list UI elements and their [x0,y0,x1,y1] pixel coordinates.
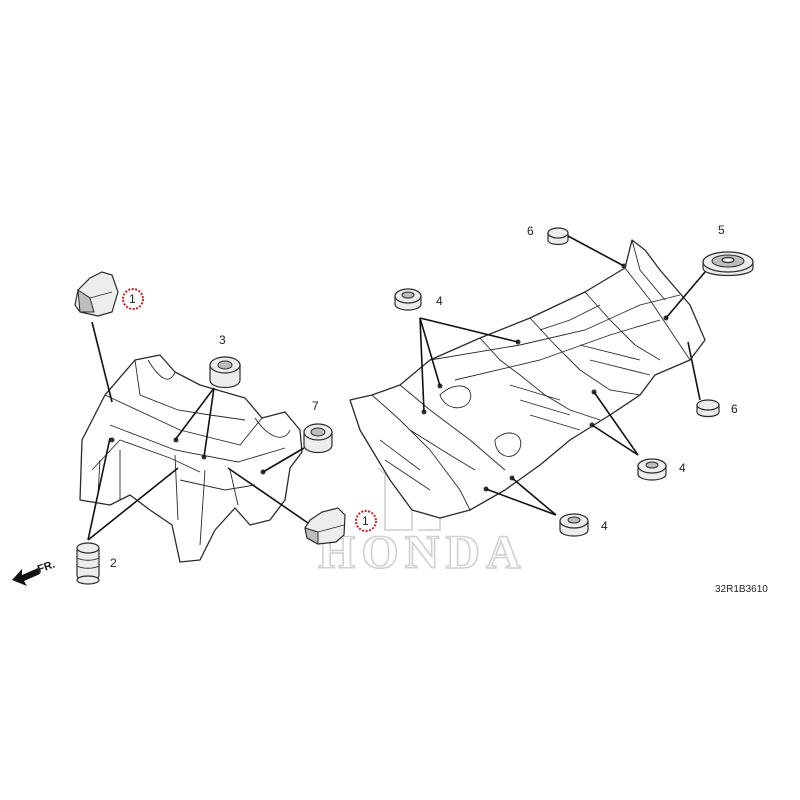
part-3-grommet [209,356,241,389]
front-direction-indicator: FR. [12,558,57,586]
front-arrow-label: FR. [36,558,57,575]
part-6-plug-top [547,227,569,246]
part-2-cylinder-plug [76,542,100,585]
floor-pan-assembly [349,239,706,519]
callout-3: 3 [219,333,226,347]
part-7-grommet [303,423,333,454]
callout-2: 2 [110,556,117,570]
leader-lines [87,235,706,541]
callout-7: 7 [312,399,319,413]
front-bulkhead-assembly [79,354,303,563]
callout-number: 1 [129,292,136,306]
part-4-plug-top [394,288,422,311]
callout-1-top: 1 [122,288,144,310]
front-arrow-icon [12,568,40,586]
part-1-bottom-wedge-plug [304,507,346,545]
part-4-plug-right [637,458,667,481]
callout-1-bottom: 1 [355,510,377,532]
watermark-text: HONDA [318,526,527,579]
part-5-large-plug [702,251,754,277]
callout-4-top: 4 [436,294,443,308]
callout-6-top: 6 [527,224,534,238]
part-1-top-wedge-plug [74,271,119,317]
callout-number: 1 [362,514,369,528]
part-4-plug-bottom [559,513,589,537]
callout-5: 5 [718,223,725,237]
part-6-plug-right [696,399,720,418]
highlight-ring [122,288,144,310]
diagram-code: 32R1B3610 [715,584,768,595]
honda-watermark: HONDA [317,467,527,580]
highlight-ring [355,510,377,532]
callout-4-bottom: 4 [601,519,608,533]
callout-4-right: 4 [679,461,686,475]
callout-6-right: 6 [731,402,738,416]
